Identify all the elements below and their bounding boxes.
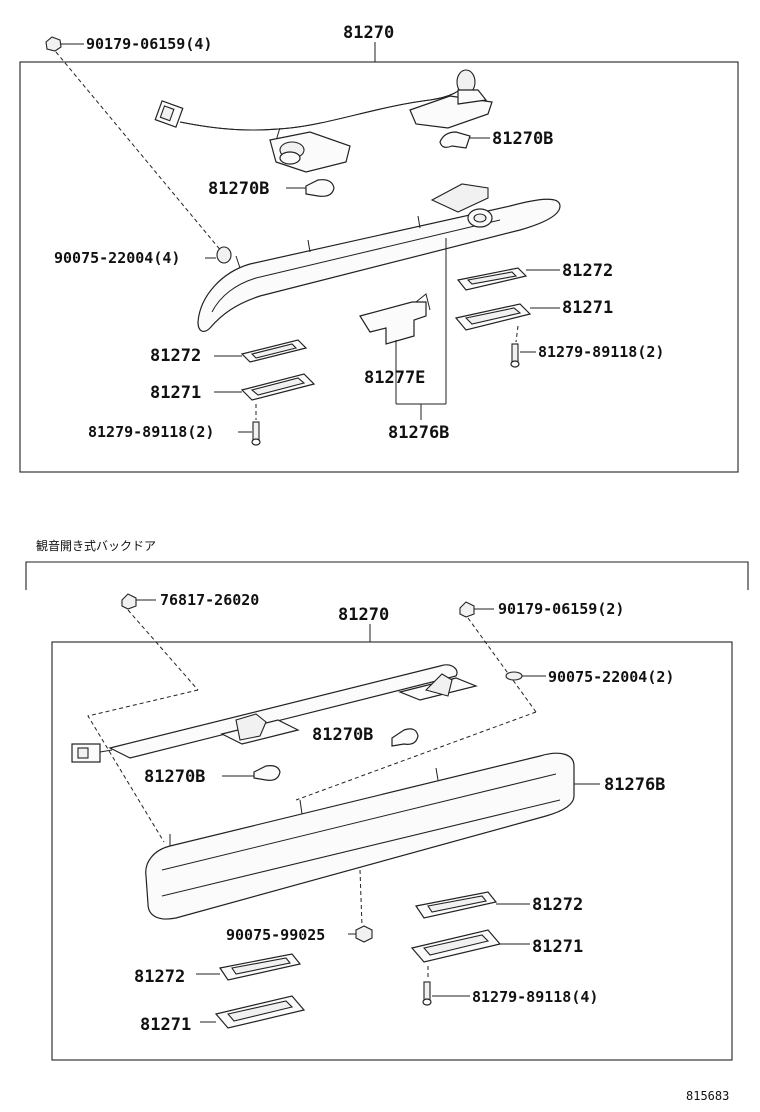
screw-bottom-icon (422, 966, 470, 1006)
top-frame (19, 61, 739, 473)
socket-bottom-right-icon (398, 673, 478, 701)
bottom-inner-frame (51, 641, 733, 1061)
top-assembly-group: 81270 90179-06159(4) (19, 23, 739, 473)
lens-left-icon (214, 373, 316, 401)
bottom-label-lens-gasket-left: 81272 (134, 967, 185, 987)
top-label-screw-right: 81279-89118(2) (538, 343, 664, 361)
housing-leader (396, 238, 447, 420)
bulb-upper-icon (391, 728, 419, 747)
bulb-lower-icon (222, 765, 281, 781)
bottom-label-nut: 90075-99025 (226, 926, 325, 944)
bottom-label-screw: 81279-89118(4) (472, 988, 598, 1006)
bottom-section-note: 観音開き式バックドア (36, 538, 156, 553)
top-label-lens-left: 81271 (150, 383, 201, 403)
top-label-housing: 81276B (388, 423, 449, 443)
bottom-label-bulb-lower: 81270B (144, 767, 205, 787)
lens-gasket-left-icon (214, 339, 308, 363)
lens-bottom-right-icon (410, 929, 530, 963)
housing-icon (197, 183, 561, 332)
grommet-bottom-icon (505, 671, 546, 681)
top-label-lens-right: 81271 (562, 298, 613, 318)
lens-right-icon (454, 303, 560, 331)
bottom-label-clip-a: 76817-26020 (160, 591, 259, 609)
wire-harness-icon (154, 81, 469, 161)
top-assembly-label: 81270 (343, 23, 394, 43)
top-label-lens-gasket-right: 81272 (562, 261, 613, 281)
clip-icon (45, 36, 84, 52)
wire-harness-bottom-icon (71, 664, 458, 763)
top-label-lens-gasket-left: 81272 (150, 346, 201, 366)
lens-gasket-bottom-left-icon (196, 953, 302, 981)
socket-left-icon (269, 131, 351, 173)
bottom-outer-frame (25, 561, 749, 590)
bulb-right-icon (439, 131, 490, 149)
bracket-icon (359, 293, 431, 404)
bottom-label-lens-right: 81271 (532, 937, 583, 957)
top-label-bulb-right: 81270B (492, 129, 553, 149)
bottom-label-lens-left: 81271 (140, 1015, 191, 1035)
screw-left-icon (238, 404, 261, 446)
top-label-clip: 90179-06159(4) (86, 35, 212, 53)
socket-right-icon (409, 69, 493, 129)
housing-bottom-icon (145, 752, 600, 920)
bottom-label-clip-b: 90179-06159(2) (498, 600, 624, 618)
top-label-screw-left: 81279-89118(2) (88, 423, 214, 441)
bulb-left-icon (286, 179, 335, 197)
bottom-label-bulb-upper: 81270B (312, 725, 373, 745)
bottom-label-housing: 81276B (604, 775, 665, 795)
bottom-assembly-group: 観音開き式バックドア 81270 76817-26020 90179-06159… (25, 538, 749, 1061)
diagram-code: 815683 (686, 1089, 729, 1103)
lens-bottom-left-icon (200, 995, 306, 1029)
clip-a-icon (121, 593, 199, 691)
nut-icon (348, 869, 373, 943)
bottom-label-lens-gasket-right: 81272 (532, 895, 583, 915)
top-label-bracket: 81277E (364, 368, 425, 388)
top-label-bulb-left: 81270B (208, 179, 269, 199)
lens-gasket-bottom-right-icon (415, 891, 530, 919)
screw-right-icon (510, 325, 536, 368)
socket-bottom-left-icon (220, 713, 300, 745)
lens-gasket-right-icon (456, 267, 560, 291)
clip-b-icon (459, 601, 537, 713)
grommet-icon (205, 246, 232, 264)
bottom-label-grommet: 90075-22004(2) (548, 668, 674, 686)
bottom-assembly-label: 81270 (338, 605, 389, 625)
top-label-grommet: 90075-22004(4) (54, 249, 180, 267)
